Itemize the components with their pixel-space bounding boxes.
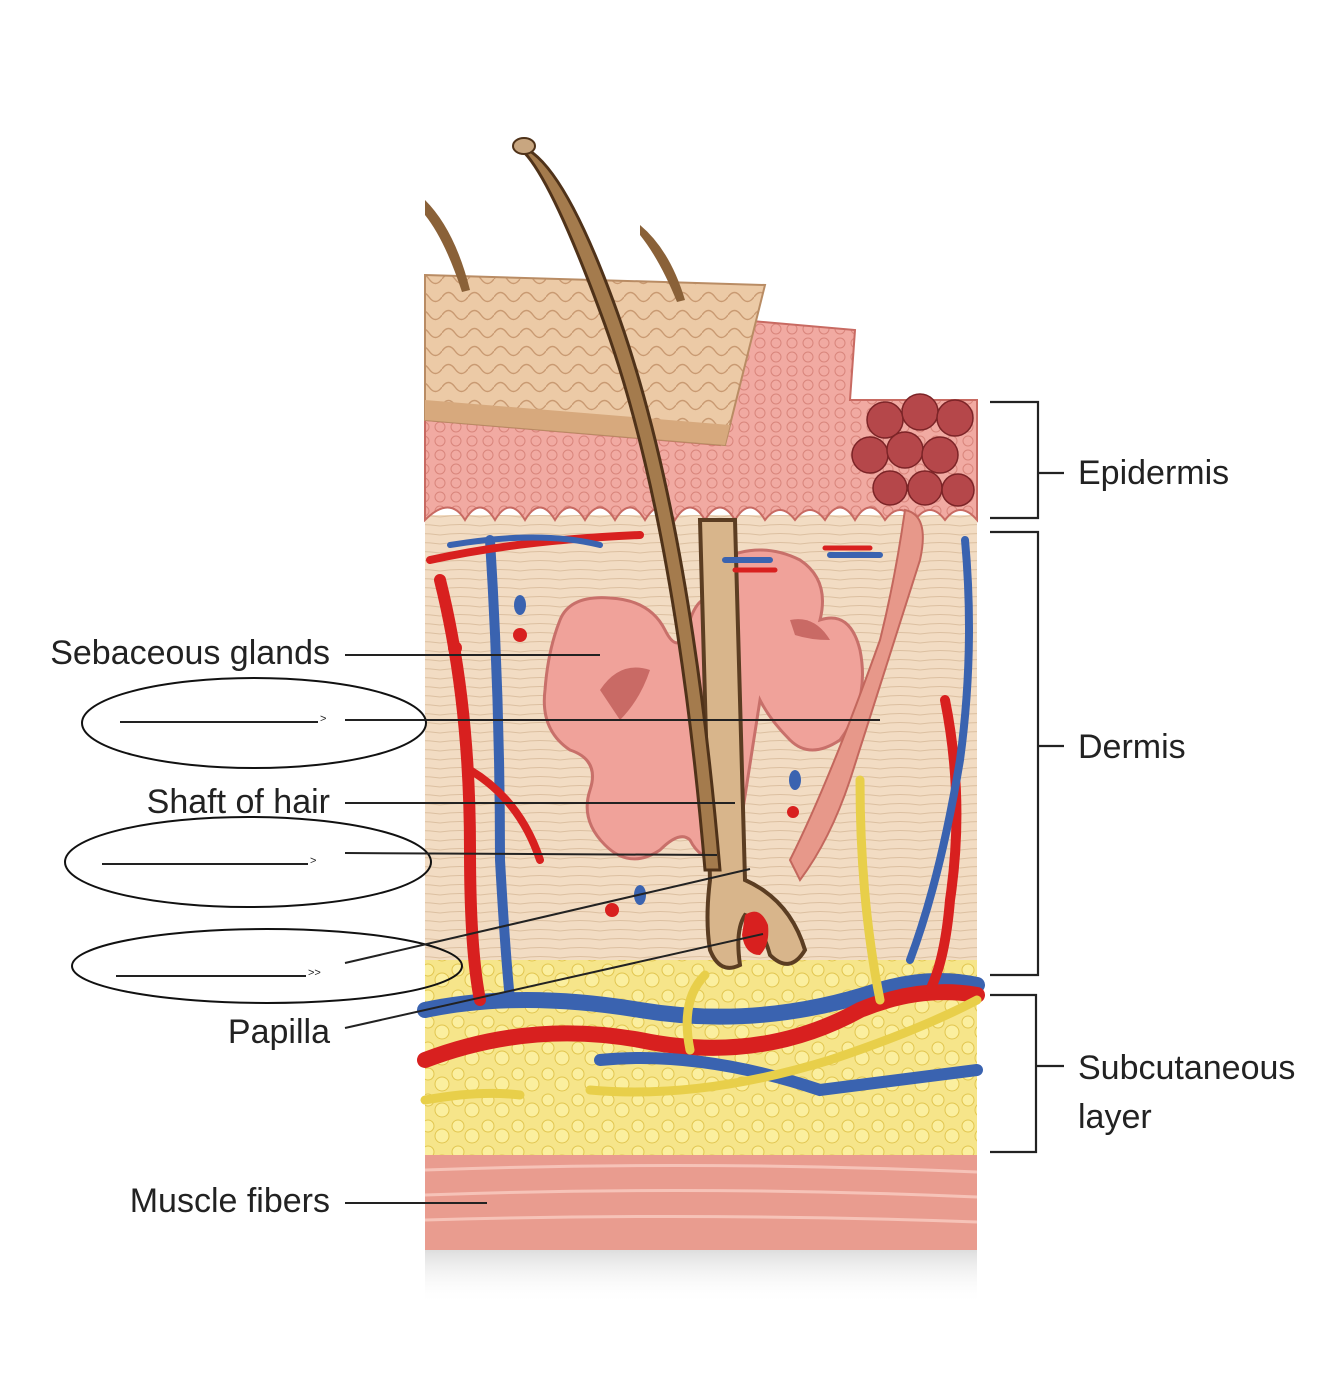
nerves: [420, 775, 982, 1105]
skin-illustration: [417, 137, 985, 1305]
leader-blank-slot-2: [344, 852, 718, 856]
sebaceous-gland-shape: [542, 596, 722, 862]
blank-slot-2-circle: [64, 816, 432, 908]
leader-blank-slot-3: [344, 868, 751, 964]
bracket-subcutaneous: Subcutaneous layer: [990, 993, 1295, 1154]
arrector-pili-muscle: [788, 508, 924, 882]
blank-slot-3-marker: >>: [308, 967, 321, 979]
bracket-epidermis: Epidermis: [990, 400, 1229, 520]
gland-lumen-right: [790, 619, 830, 640]
bracket-subcutaneous-shape: [990, 993, 1064, 1154]
sebaceous-gland-shape-right: [718, 548, 864, 862]
label-papilla: Papilla: [228, 1013, 330, 1051]
blank-slot-1-marker: >: [320, 713, 326, 725]
epidermis-papillae: [851, 393, 975, 507]
muscle-striations: [424, 1163, 978, 1224]
hair-right: [640, 225, 685, 302]
label-shaft-of-hair: Shaft of hair: [147, 783, 330, 821]
hair-left: [425, 200, 470, 292]
epidermis-pink: [424, 318, 978, 523]
blank-slot-3[interactable]: >>: [71, 868, 751, 1004]
hair-shaft: [514, 143, 722, 872]
blank-slot-1-circle: [81, 677, 427, 769]
hair-tip: [512, 137, 536, 155]
blank-slot-2-marker: >: [310, 855, 316, 867]
leader-papilla: [344, 933, 764, 1029]
blank-slot-3-circle: [71, 928, 463, 1004]
blank-slot-2[interactable]: >: [64, 816, 718, 908]
label-epidermis: Epidermis: [1078, 454, 1229, 492]
hair-papilla: [742, 911, 769, 955]
bracket-epidermis-shape: [990, 400, 1064, 520]
label-sebaceous-glands: Sebaceous glands: [50, 634, 330, 672]
label-subcutaneous-line1: Subcutaneous: [1078, 1049, 1295, 1087]
label-subcutaneous-line2: layer: [1078, 1098, 1152, 1136]
gland-lumen: [600, 667, 650, 720]
illustration-fade: [425, 1250, 977, 1305]
bracket-dermis-shape: [990, 530, 1064, 977]
label-muscle-fibers: Muscle fibers: [130, 1182, 330, 1220]
label-dermis: Dermis: [1078, 728, 1186, 766]
blank-slot-1[interactable]: >: [81, 677, 880, 769]
bracket-dermis: Dermis: [990, 530, 1186, 977]
left-labels: Sebaceous glands Shaft of hair Papilla M…: [50, 634, 764, 1220]
